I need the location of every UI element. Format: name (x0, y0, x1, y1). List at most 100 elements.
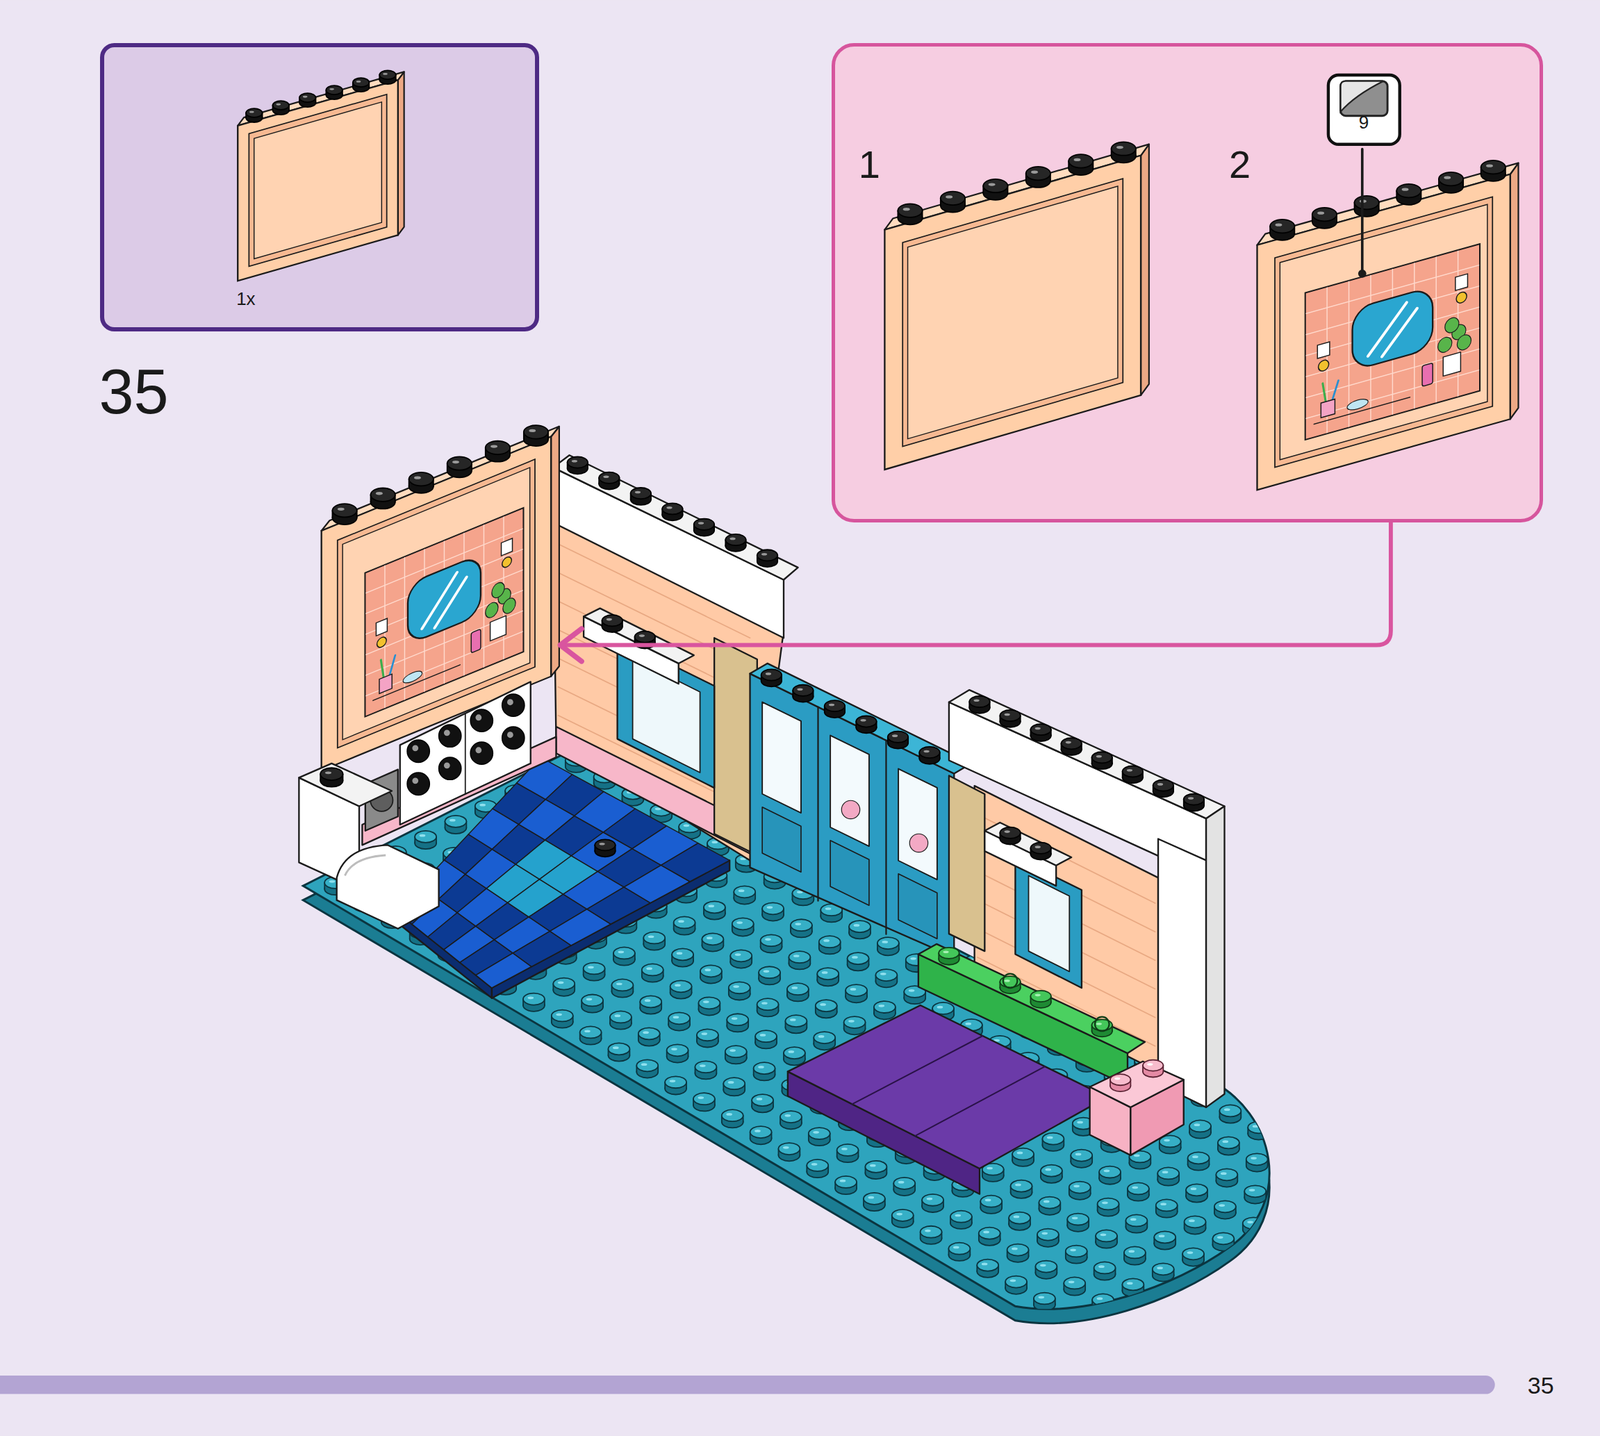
stud (787, 983, 809, 1002)
stud-top (757, 998, 779, 1011)
stud-side (1207, 1334, 1230, 1341)
stud (728, 981, 751, 1000)
stud-highlight (382, 72, 388, 76)
stud-highlight (1156, 1266, 1164, 1270)
stud-top (940, 191, 966, 205)
stud-top (1244, 1185, 1266, 1198)
stud-top (1095, 1229, 1118, 1242)
stud-highlight (479, 803, 486, 807)
stud-base (1178, 1318, 1201, 1331)
stud-highlight (1364, 1223, 1371, 1227)
stud (1302, 1186, 1325, 1205)
stud-top (787, 983, 809, 995)
plant-pot (1442, 352, 1461, 377)
stud-top (1212, 1232, 1234, 1245)
stud-top (638, 1027, 661, 1040)
stud-top (1333, 1171, 1355, 1184)
stud-highlight (683, 823, 690, 827)
stud-edge (1410, 1210, 1412, 1218)
stud-edge (1323, 1192, 1325, 1200)
stud-top (1185, 1183, 1208, 1196)
stud-base (1333, 1177, 1355, 1190)
stud-highlight (1362, 1255, 1369, 1259)
stud-side (1297, 1288, 1320, 1296)
stud-edge (1379, 1258, 1381, 1265)
stud (702, 933, 724, 952)
stud (698, 996, 721, 1016)
stud-top (1438, 172, 1464, 186)
stud (414, 830, 437, 849)
stud-edge (1240, 1255, 1242, 1262)
stud-top (1037, 1229, 1059, 1241)
stud-top (1189, 1119, 1211, 1132)
stud (1274, 1169, 1297, 1189)
stud-side (1240, 1255, 1263, 1262)
stud-highlight (419, 834, 426, 838)
stud-top (1246, 1153, 1268, 1166)
stud-top (983, 179, 1008, 193)
stud-edge (1332, 1177, 1334, 1184)
stud-highlight (1307, 1190, 1314, 1193)
stud-top (1301, 1218, 1323, 1231)
stud-top (1040, 1165, 1063, 1177)
stud (1185, 1183, 1208, 1202)
stud (845, 984, 868, 1003)
tile-line (1306, 370, 1479, 419)
callout-ground (831, 43, 1544, 523)
stud-highlight (1101, 1201, 1109, 1204)
stud-highlight (1190, 1187, 1198, 1191)
stud-edge (1260, 1287, 1262, 1294)
stud (299, 93, 317, 107)
stud (783, 1046, 806, 1066)
stud-edge (1408, 1242, 1411, 1250)
stud-highlight (1301, 1285, 1309, 1289)
stud-highlight (1098, 1265, 1105, 1268)
stud-top (758, 966, 781, 979)
stud (1214, 1200, 1236, 1219)
stud-edge (1299, 1256, 1301, 1264)
stud-highlight (1076, 1121, 1084, 1125)
stud-top (1208, 1296, 1231, 1309)
stud-highlight (557, 980, 565, 984)
stud (1042, 1133, 1064, 1152)
stud-top (1358, 1251, 1380, 1264)
stud-highlight (1163, 1138, 1170, 1142)
stud-top (1127, 1182, 1150, 1195)
stud-top (1239, 1281, 1261, 1293)
stud-highlight (1281, 1141, 1288, 1145)
stud-highlight (642, 1031, 649, 1034)
stud-base (1359, 1226, 1382, 1239)
stud (1299, 1250, 1321, 1269)
stud-highlight (986, 1167, 993, 1170)
stud-top (700, 965, 722, 977)
stud-top (753, 1062, 776, 1075)
stud-top (726, 1013, 749, 1026)
stud-top (728, 981, 751, 994)
stud (1271, 1233, 1293, 1252)
panel-back (908, 186, 1118, 440)
stud-highlight (676, 951, 683, 955)
stud-highlight (1222, 1140, 1229, 1143)
stud-base (1240, 1255, 1263, 1268)
stud-highlight (794, 922, 802, 926)
stud-highlight (616, 982, 623, 986)
stud-top (1156, 1199, 1178, 1211)
stud-top (897, 203, 922, 217)
stud-side (1150, 1301, 1173, 1308)
stud-top (1094, 1261, 1116, 1274)
stud-highlight (988, 182, 996, 186)
stud-top (755, 1030, 777, 1043)
stud (1246, 1153, 1268, 1172)
stud-top (1008, 1212, 1031, 1225)
stud-highlight (760, 1033, 767, 1037)
stud (837, 1144, 859, 1163)
stud-highlight (703, 1000, 710, 1004)
stud-top (790, 919, 813, 931)
stud-highlight (819, 1003, 827, 1006)
stud (1070, 1149, 1093, 1168)
stud-edge (1236, 1319, 1239, 1326)
stud-edge (1351, 1209, 1354, 1216)
stud-highlight (706, 936, 713, 940)
stud-base (1207, 1334, 1230, 1347)
